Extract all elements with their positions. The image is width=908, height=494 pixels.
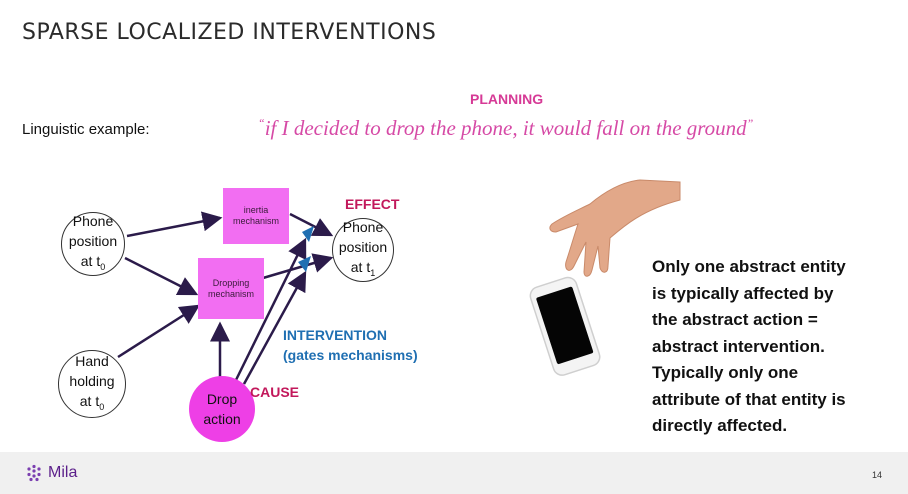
arrow-dropping-to-phone-t1: [262, 253, 334, 280]
arrow-hand-to-dropping: [117, 304, 201, 359]
close-quote: ”: [746, 116, 754, 130]
subscript: 0: [99, 401, 105, 412]
intervention-title: INTERVENTION: [283, 327, 387, 343]
hand-image: [549, 179, 681, 277]
text-line: attribute of that entity is: [652, 389, 846, 409]
mila-logo: Mila: [25, 464, 77, 482]
node-text: at t: [350, 259, 371, 276]
box-line: mechanism: [232, 216, 279, 226]
box-line: mechanism: [207, 288, 254, 299]
node-line: holding: [69, 373, 115, 390]
linguistic-quote: “if I decided to drop the phone, it woul…: [258, 116, 753, 141]
hand-holding-t0-node: Hand holding at t0: [58, 350, 126, 418]
cause-label: CAUSE: [250, 384, 300, 400]
drop-action-node: Drop action: [189, 376, 255, 442]
slide-footer: [0, 452, 908, 494]
arrow-drop-to-inertia-gate: [234, 237, 307, 381]
phone-image: [529, 276, 601, 376]
node-line: position: [68, 233, 118, 250]
text-line: abstract intervention.: [652, 336, 825, 356]
mila-logo-text: Mila: [48, 464, 78, 481]
node-line-subscript: at t0: [69, 391, 114, 417]
planning-label: PLANNING: [470, 91, 544, 107]
node-line-subscript: at t0: [69, 251, 117, 277]
subscript: 0: [100, 261, 106, 272]
arrow-phone-to-inertia: [126, 211, 223, 238]
node-line: Drop: [206, 391, 238, 407]
inertia-gate-marker: [302, 226, 314, 242]
arrow-drop-to-dropping-gate: [242, 270, 307, 385]
node-line: Phone: [342, 219, 384, 236]
page-number: 14: [872, 470, 883, 480]
node-line-subscript: at t1: [339, 257, 387, 283]
hand-dropping-phone-illustration: [529, 179, 681, 376]
node-line: Phone: [72, 213, 114, 230]
text-line: is typically affected by: [652, 283, 834, 303]
slide-title: SPARSE LOCALIZED INTERVENTIONS: [22, 20, 437, 45]
text-line: directly affected.: [652, 416, 788, 435]
dropping-gate-marker: [298, 256, 311, 272]
text-line: Only one abstract entity: [652, 257, 846, 276]
quote-text: if I decided to drop the phone, it would…: [264, 116, 747, 140]
text-line: Typically only one: [652, 363, 799, 382]
node-text: at t: [80, 253, 101, 270]
box-line: Dropping: [212, 277, 250, 288]
box-line: inertia: [243, 205, 269, 215]
intervention-label: INTERVENTION (gates mechanisms): [283, 325, 418, 365]
text-line: the abstract action =: [652, 310, 818, 329]
explanation-text: Only one abstract entity is typically af…: [652, 254, 846, 440]
intervention-subtitle: (gates mechanisms): [283, 347, 418, 363]
arrow-phone-to-dropping: [124, 256, 199, 296]
open-quote: “: [258, 116, 265, 130]
arrow-inertia-to-phone-t1: [289, 212, 334, 237]
mila-logo-icon: [27, 464, 41, 482]
phone-position-t1-node: Phone position at t1: [332, 218, 394, 282]
phone-position-t0-node: Phone position at t0: [61, 212, 125, 276]
node-text: at t: [79, 393, 100, 410]
node-line: position: [338, 239, 388, 256]
effect-label: EFFECT: [345, 196, 400, 212]
subscript: 1: [370, 267, 376, 278]
node-line: Hand: [75, 353, 109, 370]
node-line: action: [203, 411, 241, 427]
linguistic-example-label: Linguistic example:: [22, 121, 150, 138]
